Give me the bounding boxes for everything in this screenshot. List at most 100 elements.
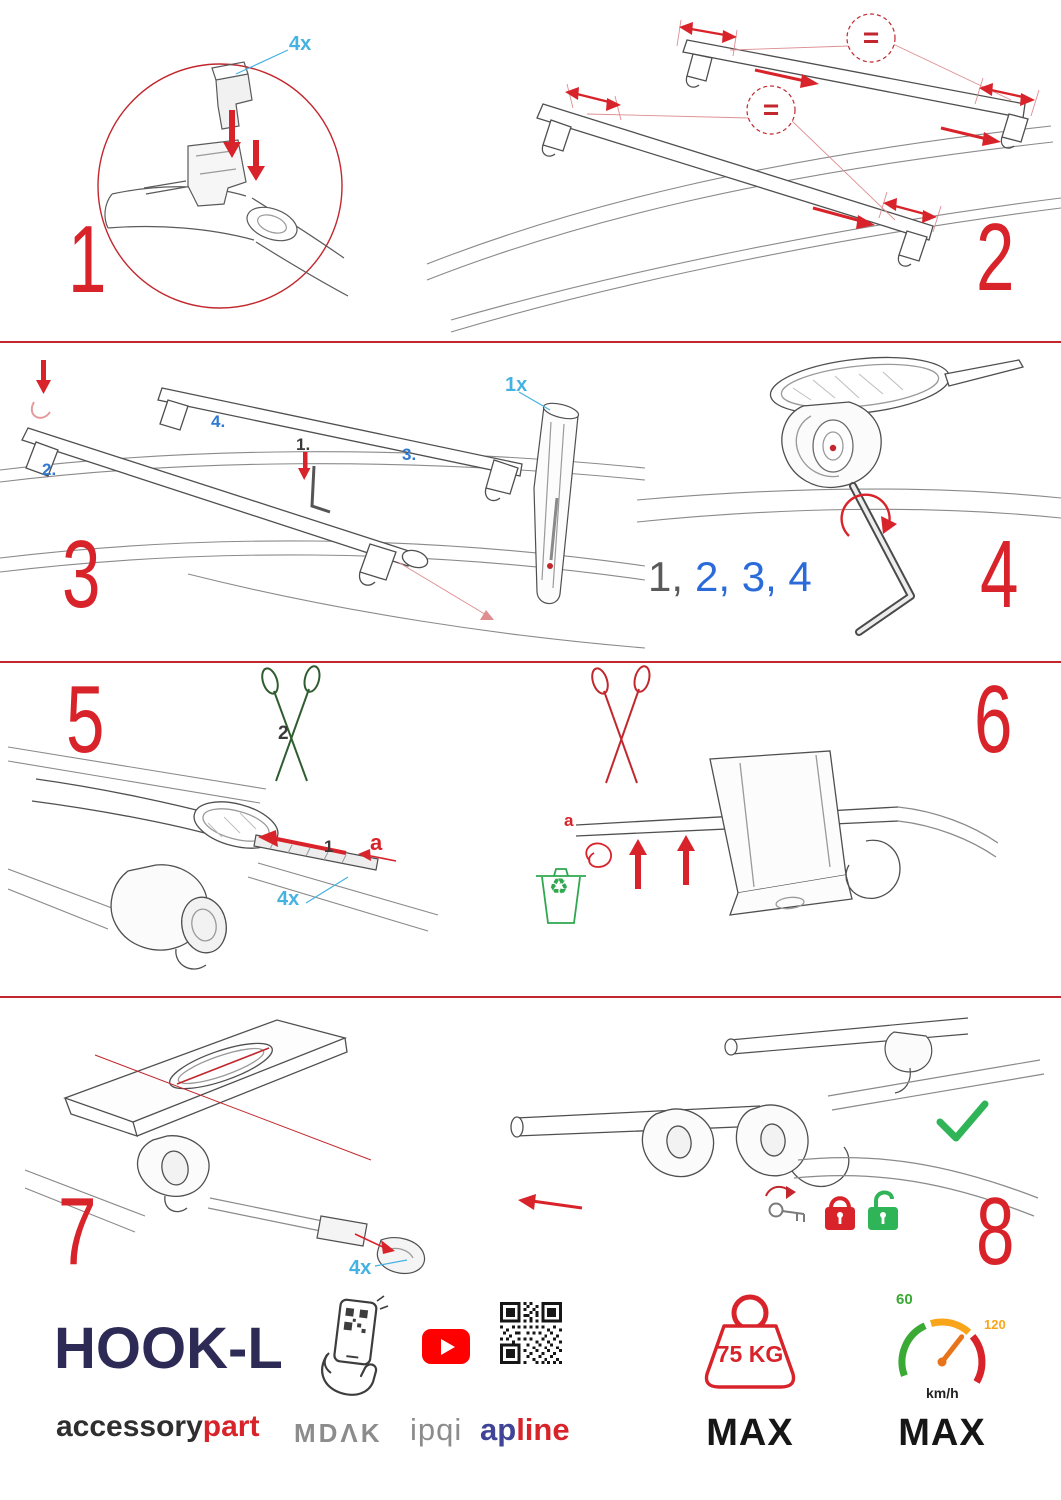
gauge-needle [939, 1334, 965, 1365]
step5-label-2: 2 [278, 723, 289, 744]
youtube-icon [422, 1329, 470, 1364]
clamp [136, 1135, 210, 1213]
key-icon [768, 1202, 805, 1222]
equal-sign-top: = [862, 22, 880, 53]
step8-illustration [510, 1017, 1045, 1230]
step3-label-3: 3. [402, 445, 417, 464]
crossbar-top [682, 39, 1029, 149]
step4-illustration [636, 356, 1061, 636]
equal-circle-mid [746, 85, 796, 135]
roof-rails [426, 125, 1061, 333]
speed-max-label: MAX [898, 1412, 986, 1454]
leader-arrowhead [480, 610, 494, 620]
phone [333, 1298, 378, 1366]
scan-sparkle [376, 1295, 389, 1310]
clamp-body [187, 139, 247, 207]
step1-illustration [97, 49, 349, 309]
crossbar-rear [21, 427, 429, 586]
dimension-arrows [565, 22, 1035, 223]
slide-arrows [754, 68, 1001, 229]
turn-arrowhead [786, 1186, 796, 1199]
bar-end-oval [769, 356, 1024, 416]
step3-label-2: 2. [42, 460, 57, 479]
speed-tick-low: 60 [896, 1291, 913, 1308]
roof-rail-lines [8, 746, 439, 932]
equal-circle-top [846, 13, 896, 63]
scissors-icon [261, 665, 321, 782]
bar-end [31, 778, 279, 849]
phone-qr-icon [321, 1295, 389, 1396]
section-divider [0, 996, 1061, 998]
step7-illustration [25, 1019, 426, 1275]
allen-key [849, 482, 915, 636]
slide-arrow [518, 1194, 583, 1210]
rail-lines [25, 1169, 146, 1233]
magnifier-circle [97, 63, 343, 309]
brand-suffix: part [202, 1410, 260, 1443]
brand-prefix: accessory [56, 1410, 203, 1443]
step-2-number: 2 [976, 204, 1015, 311]
hand [321, 1353, 378, 1396]
strip-in-channel [176, 1047, 270, 1085]
a-arrow [358, 849, 397, 862]
logo-mdak: MDΛK [294, 1418, 383, 1448]
qty-leader-line [305, 876, 349, 904]
alignment-line [94, 1054, 372, 1161]
bar-and-bracket [575, 750, 998, 916]
step3-label-1: 1. [296, 435, 311, 454]
step3-qty-label: 1x [505, 374, 528, 396]
phone-qr-screen [343, 1307, 369, 1334]
step-4-number: 4 [980, 521, 1019, 628]
logo-apline: apline [480, 1414, 570, 1445]
scissors-red-icon [591, 665, 651, 784]
step-1-number: 1 [68, 206, 107, 313]
trash-bin-icon [536, 868, 586, 924]
step-3-number: 3 [62, 521, 101, 628]
weight-limit-value: 75 KG [716, 1341, 784, 1367]
bolt-point [829, 444, 837, 452]
step-8-number: 8 [976, 1178, 1015, 1285]
mini-assembled-view [724, 1017, 1045, 1111]
step4-sequence: 1,2, 3, 4 [648, 556, 812, 598]
weight-icon [704, 1294, 796, 1389]
roof-rail [636, 488, 1061, 523]
clamp [781, 401, 882, 489]
crossbar-bottom [536, 103, 934, 267]
speed-tick-high: 120 [984, 1317, 1006, 1332]
step4-sequence-todo: 2, 3, 4 [695, 553, 812, 600]
logo-apline-ap: ap [480, 1412, 517, 1447]
step5-label-1: 1 [324, 837, 334, 856]
up-arrows [629, 835, 695, 889]
insert-arrow [258, 830, 347, 855]
speedometer-icon [898, 1318, 986, 1384]
step1-qty-label: 4x [289, 33, 312, 55]
crossbar-front [157, 387, 523, 502]
equal-sign-mid: = [762, 94, 780, 125]
logo-apline-line: line [516, 1412, 570, 1447]
weight-max-label: MAX [706, 1412, 794, 1454]
hook-bracket [211, 61, 253, 130]
qty-leader-line [374, 1259, 408, 1267]
step6-illustration [536, 665, 998, 924]
step6-label-a: a [564, 811, 574, 830]
step5-illustration [8, 665, 439, 970]
equal-spacing-guides [566, 19, 1040, 233]
step7-qty-label: 4x [349, 1257, 372, 1279]
crossbar-profile [104, 180, 349, 297]
qty-leader-line [518, 391, 551, 411]
step3-illustration [0, 360, 645, 649]
clamp [110, 864, 227, 970]
strip-removal-hint [31, 360, 51, 419]
rotate-arrow [840, 493, 897, 537]
step-5-number: 5 [66, 666, 105, 773]
step3-label-4: 4. [211, 412, 226, 431]
step-6-number: 6 [974, 666, 1013, 773]
recycle-icon: ♻ [549, 874, 569, 899]
qty-leader-line [235, 49, 289, 75]
allen-key-small [298, 452, 331, 514]
logo-ipqi: ipqi [410, 1412, 463, 1447]
brand-wordmark: accessorypart [56, 1412, 259, 1442]
thumb [323, 1352, 332, 1374]
qr-code [500, 1302, 562, 1364]
